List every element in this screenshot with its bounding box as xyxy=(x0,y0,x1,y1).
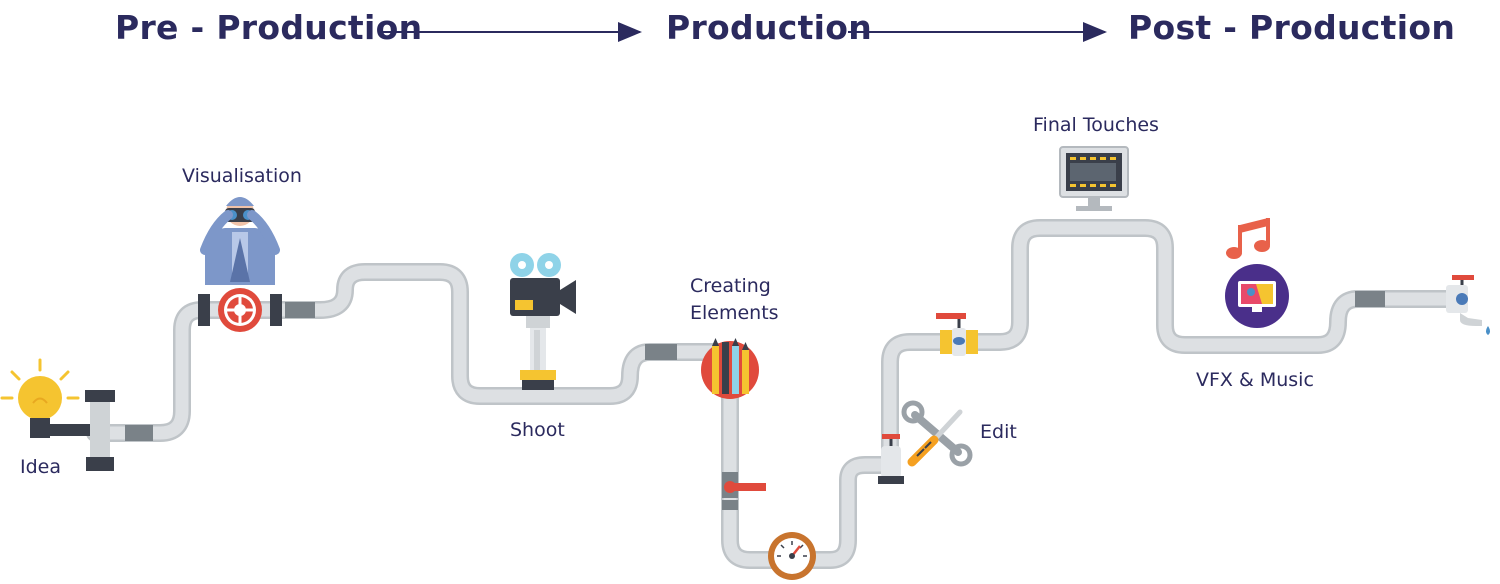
binoculars-person-icon xyxy=(200,197,280,285)
step-label-elements: Elements xyxy=(690,302,779,324)
step-label-visualisation: Visualisation xyxy=(182,165,302,187)
pipeline xyxy=(86,219,1464,569)
valve-wheel-icon xyxy=(198,288,282,332)
lightbulb-icon xyxy=(0,358,95,438)
faucet-icon xyxy=(1446,275,1490,335)
step-label-creating: Creating xyxy=(690,275,771,297)
pressure-gauge-icon xyxy=(768,532,816,580)
pipe-fitting xyxy=(85,390,115,471)
step-label-edit: Edit xyxy=(980,421,1017,443)
step-label-vfx-music: VFX & Music xyxy=(1196,369,1314,391)
step-label-final-touches: Final Touches xyxy=(1033,114,1159,136)
step-label-shoot: Shoot xyxy=(510,419,565,441)
phase-production: Production xyxy=(666,8,873,47)
yellow-tap-icon xyxy=(936,313,978,356)
step-label-idea: Idea xyxy=(20,456,61,478)
film-camera-icon xyxy=(510,253,576,390)
phase-post-production: Post - Production xyxy=(1128,8,1456,47)
tap-icon xyxy=(878,434,904,484)
red-valve-icon xyxy=(722,476,766,498)
monitor-film-icon xyxy=(1059,146,1129,211)
music-note-icon xyxy=(1226,218,1270,259)
vfx-monitor-icon xyxy=(1225,264,1289,328)
tools-icon xyxy=(901,400,973,467)
phase-pre-production: Pre - Production xyxy=(115,8,423,47)
art-supplies-icon xyxy=(701,338,759,399)
